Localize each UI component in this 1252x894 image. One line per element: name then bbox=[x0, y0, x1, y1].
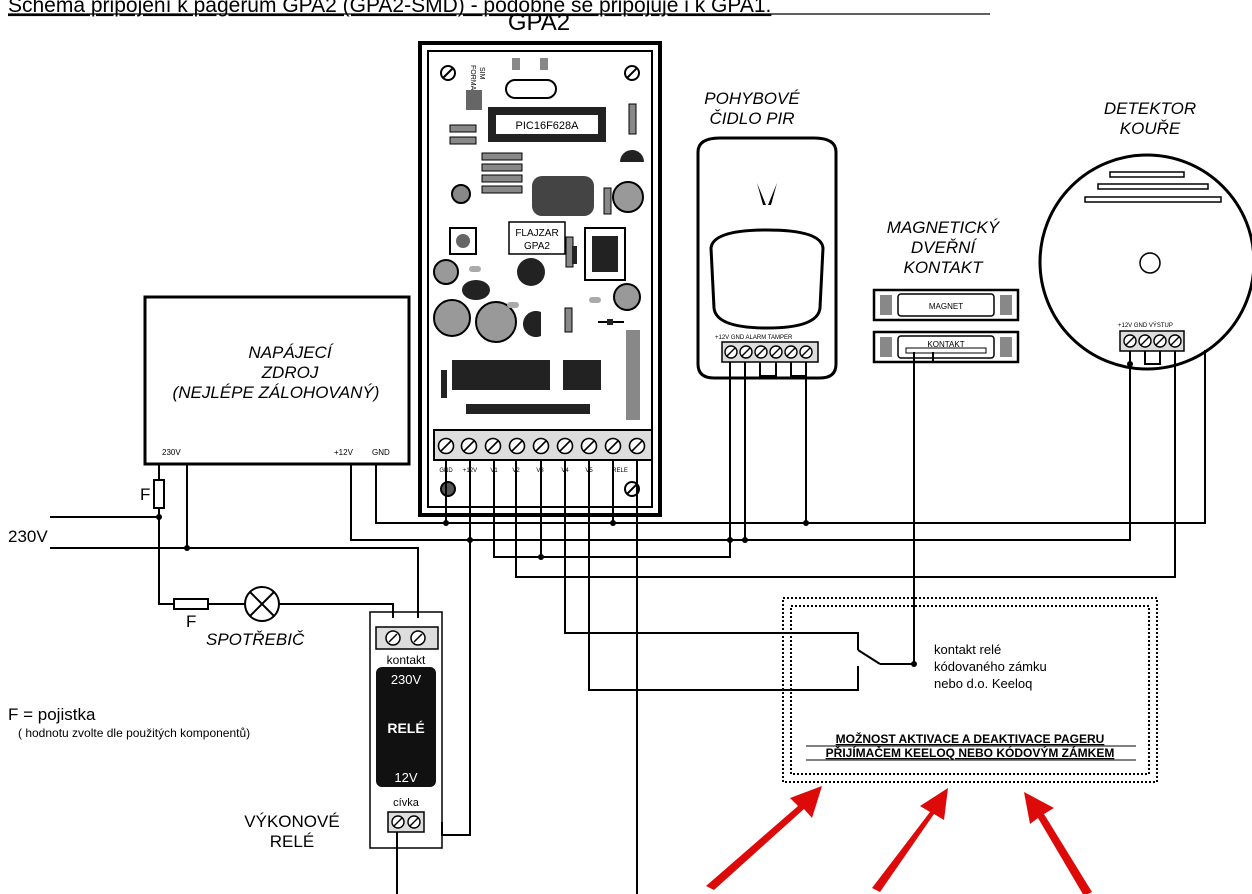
ps-term-12v: +12V bbox=[334, 448, 354, 457]
mains-label: 230V bbox=[8, 527, 48, 546]
consumer-label: SPOTŘEBIČ bbox=[206, 630, 305, 649]
relay-name: RELÉ bbox=[387, 720, 424, 736]
ps-term-230v: 230V bbox=[162, 448, 181, 457]
svg-text:KONTAKT: KONTAKT bbox=[927, 340, 964, 349]
fuse-legend: F = pojistka bbox=[8, 705, 96, 724]
arrow-icon bbox=[706, 786, 822, 890]
fuse-label-2: F bbox=[186, 612, 196, 631]
door-title-3: KONTAKT bbox=[903, 258, 984, 277]
power-supply: NAPÁJECÍ ZDROJ (NEJLÉPE ZÁLOHOVANÝ) 230V… bbox=[143, 295, 411, 466]
svg-text:kontakt relé: kontakt relé bbox=[934, 642, 1001, 657]
contact-part: KONTAKT bbox=[872, 330, 1020, 364]
pic-chip: PIC16F628A bbox=[488, 107, 606, 142]
red-arrows bbox=[706, 786, 1092, 894]
screw-icon bbox=[624, 481, 640, 497]
gpa2-title: GPA2 bbox=[508, 9, 570, 36]
fuse-icon bbox=[153, 479, 165, 509]
fuse-icon bbox=[173, 598, 209, 610]
power-relay: kontakt 230V RELÉ 12V cívka bbox=[369, 611, 443, 849]
svg-text:NAPÁJECÍ: NAPÁJECÍ bbox=[248, 343, 333, 362]
smoke-title-1: DETEKTOR bbox=[1104, 99, 1196, 118]
magnet-part: MAGNET bbox=[872, 288, 1020, 322]
gpa2-term-rele: RELE bbox=[612, 468, 628, 474]
pir-terminal-labels: +12V GND ALARM TAMPER bbox=[715, 335, 793, 341]
sim-label: SIM bbox=[478, 67, 485, 80]
door-title-2: DVEŘNÍ bbox=[911, 238, 978, 257]
fuse-legend-note: ( hodnotu zvolte dle použitých komponent… bbox=[18, 726, 250, 740]
svg-text:PŘIJÍMAČEM KEELOQ NEBO KÓDOVÝM: PŘIJÍMAČEM KEELOQ NEBO KÓDOVÝM ZÁMKEM bbox=[826, 745, 1115, 760]
relay-coil-label: cívka bbox=[393, 797, 420, 809]
svg-text:MOŽNOST AKTIVACE A DEAKTIVACE: MOŽNOST AKTIVACE A DEAKTIVACE PAGERU bbox=[836, 731, 1105, 746]
gpa2-logo: GPA2 bbox=[524, 241, 550, 252]
svg-text:ZDROJ: ZDROJ bbox=[261, 363, 319, 382]
relay-12v-label: 12V bbox=[394, 770, 417, 785]
screw-icon bbox=[440, 65, 456, 81]
arrow-icon bbox=[1024, 792, 1092, 894]
screw-icon bbox=[624, 65, 640, 81]
pir-title-1: POHYBOVÉ bbox=[704, 89, 800, 108]
screw-icon bbox=[440, 481, 456, 497]
door-title-1: MAGNETICKÝ bbox=[887, 218, 1001, 237]
format-label: FORMAT bbox=[469, 65, 476, 95]
flajzar-logo: FLAJZAR bbox=[515, 228, 558, 239]
junction-dots bbox=[156, 361, 1133, 667]
pir-title-2: ČIDLO PIR bbox=[709, 109, 794, 128]
page-title: Schéma připojení k pagerům GPA2 (GPA2-SM… bbox=[8, 0, 771, 17]
svg-text:PIC16F628A: PIC16F628A bbox=[516, 120, 580, 132]
relay-contact-label: kontakt bbox=[387, 653, 426, 667]
fuse-label: F bbox=[140, 485, 150, 504]
svg-text:MAGNET: MAGNET bbox=[929, 302, 963, 311]
smoke-title-2: KOUŘE bbox=[1120, 119, 1181, 138]
svg-text:nebo d.o. Keeloq: nebo d.o. Keeloq bbox=[934, 676, 1032, 691]
gpa2-module: FORMAT SIM PIC16F628A bbox=[418, 41, 662, 517]
svg-text:(NEJLÉPE ZÁLOHOVANÝ): (NEJLÉPE ZÁLOHOVANÝ) bbox=[173, 383, 380, 402]
lamp-icon bbox=[244, 586, 280, 622]
ps-term-gnd: GND bbox=[372, 448, 390, 457]
relay-caption-1: VÝKONOVÉ bbox=[244, 812, 339, 831]
pir-sensor: +12V GND ALARM TAMPER bbox=[696, 136, 838, 380]
relay-caption-2: RELÉ bbox=[270, 832, 314, 851]
smoke-terminal-labels: +12V GND VÝSTUP bbox=[1118, 322, 1173, 329]
relay-230v-label: 230V bbox=[391, 672, 422, 687]
svg-text:kódovaného zámku: kódovaného zámku bbox=[934, 659, 1047, 674]
smoke-detector: +12V GND VÝSTUP bbox=[1038, 153, 1252, 371]
arrow-icon bbox=[872, 788, 948, 892]
